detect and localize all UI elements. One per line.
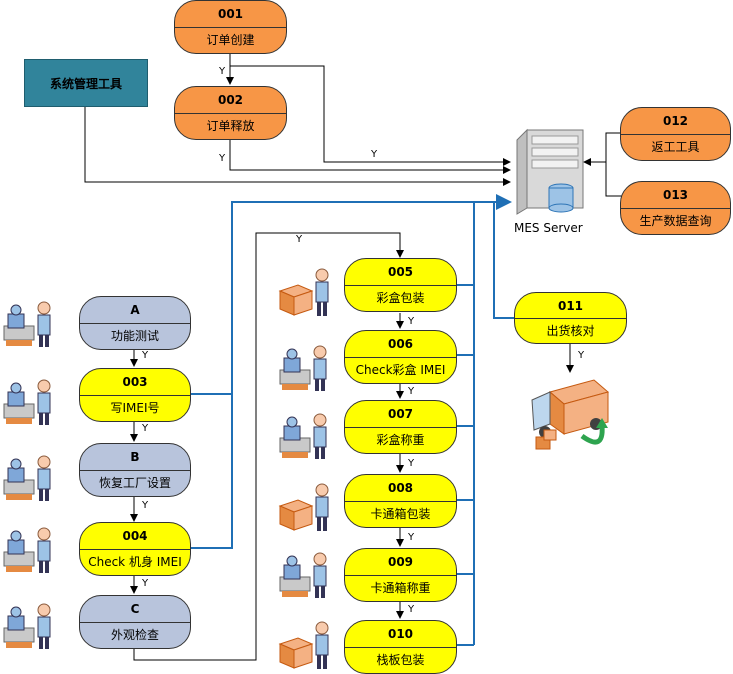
edge-label-y: Y (142, 578, 149, 589)
edge-label-y: Y (408, 458, 415, 469)
process-node-b[interactable]: B 恢复工厂设置 (79, 443, 191, 497)
edge-label-y: Y (219, 66, 226, 77)
process-node-009[interactable]: 009 卡通箱称重 (344, 548, 457, 602)
edge-label-y: Y (408, 604, 415, 615)
packer-icon (278, 480, 332, 536)
delivery-truck-icon (531, 379, 610, 450)
process-code: 012 (621, 108, 730, 135)
process-node-a[interactable]: A 功能测试 (79, 296, 191, 350)
edge-label-y: Y (408, 386, 415, 397)
worker-icon (278, 408, 332, 464)
process-node-c[interactable]: C 外观检查 (79, 595, 191, 649)
process-node-012[interactable]: 012 返工工具 (620, 107, 731, 161)
system-management-tool[interactable]: 系统管理工具 (24, 59, 148, 107)
edge-label-y: Y (408, 532, 415, 543)
process-node-005[interactable]: 005 彩盒包装 (344, 258, 457, 312)
process-label: 彩盒称重 (376, 433, 425, 447)
worker-icon (278, 340, 332, 396)
worker-icon (2, 522, 56, 578)
process-label: 恢复工厂设置 (98, 476, 171, 490)
process-label: 外观检查 (110, 628, 159, 642)
edge-label-y: Y (371, 149, 378, 160)
edge-label-y: Y (578, 350, 585, 361)
process-code: 011 (515, 293, 626, 319)
process-label: 订单创建 (206, 33, 255, 47)
edge-label-y: Y (142, 500, 149, 511)
server-label: MES Server (514, 221, 583, 235)
process-code: 009 (345, 549, 456, 576)
process-code: 006 (345, 331, 456, 358)
process-code: 007 (345, 401, 456, 428)
process-node-003[interactable]: 003 写IMEI号 (79, 368, 191, 422)
worker-icon (2, 296, 56, 352)
process-label: 写IMEI号 (110, 401, 160, 415)
process-label: 栈板包装 (376, 653, 425, 667)
process-label: 返工工具 (651, 140, 700, 154)
process-code: 013 (621, 182, 730, 209)
process-label: 生产数据查询 (639, 214, 712, 228)
worker-icon (2, 598, 56, 654)
process-node-011[interactable]: 011 出货核对 (514, 292, 627, 344)
worker-icon (2, 450, 56, 506)
process-node-008[interactable]: 008 卡通箱包装 (344, 474, 457, 528)
edge-label-y: Y (296, 234, 303, 245)
process-label: 订单释放 (206, 119, 255, 133)
process-code: 005 (345, 259, 456, 286)
process-label: Check彩盒 IMEI (355, 363, 446, 377)
process-node-001[interactable]: 001 订单创建 (174, 0, 287, 54)
edge-label-y: Y (142, 423, 149, 434)
edge-label-y: Y (142, 350, 149, 361)
edge-label-y: Y (219, 153, 226, 164)
process-code: C (80, 596, 190, 623)
process-label: 卡通箱称重 (370, 581, 431, 595)
process-node-010[interactable]: 010 栈板包装 (344, 620, 457, 674)
process-label: 出货核对 (546, 323, 595, 338)
process-node-007[interactable]: 007 彩盒称重 (344, 400, 457, 454)
process-label: 功能测试 (110, 329, 159, 343)
process-label: 彩盒包装 (376, 291, 425, 305)
process-label: 卡通箱包装 (370, 507, 431, 521)
process-code: 004 (80, 523, 190, 550)
process-code: A (80, 297, 190, 324)
worker-icon (278, 547, 332, 603)
packer-icon (278, 265, 332, 321)
process-code: B (80, 444, 190, 471)
server-icon (516, 128, 584, 215)
process-code: 008 (345, 475, 456, 502)
process-node-002[interactable]: 002 订单释放 (174, 86, 287, 140)
process-code: 002 (175, 87, 286, 114)
process-code: 010 (345, 621, 456, 648)
packer-icon (278, 618, 332, 674)
process-code: 003 (80, 369, 190, 396)
worker-icon (2, 374, 56, 430)
process-code: 001 (175, 1, 286, 28)
edge-label-y: Y (408, 316, 415, 327)
process-node-013[interactable]: 013 生产数据查询 (620, 181, 731, 235)
process-label: Check 机身 IMEI (88, 555, 182, 569)
